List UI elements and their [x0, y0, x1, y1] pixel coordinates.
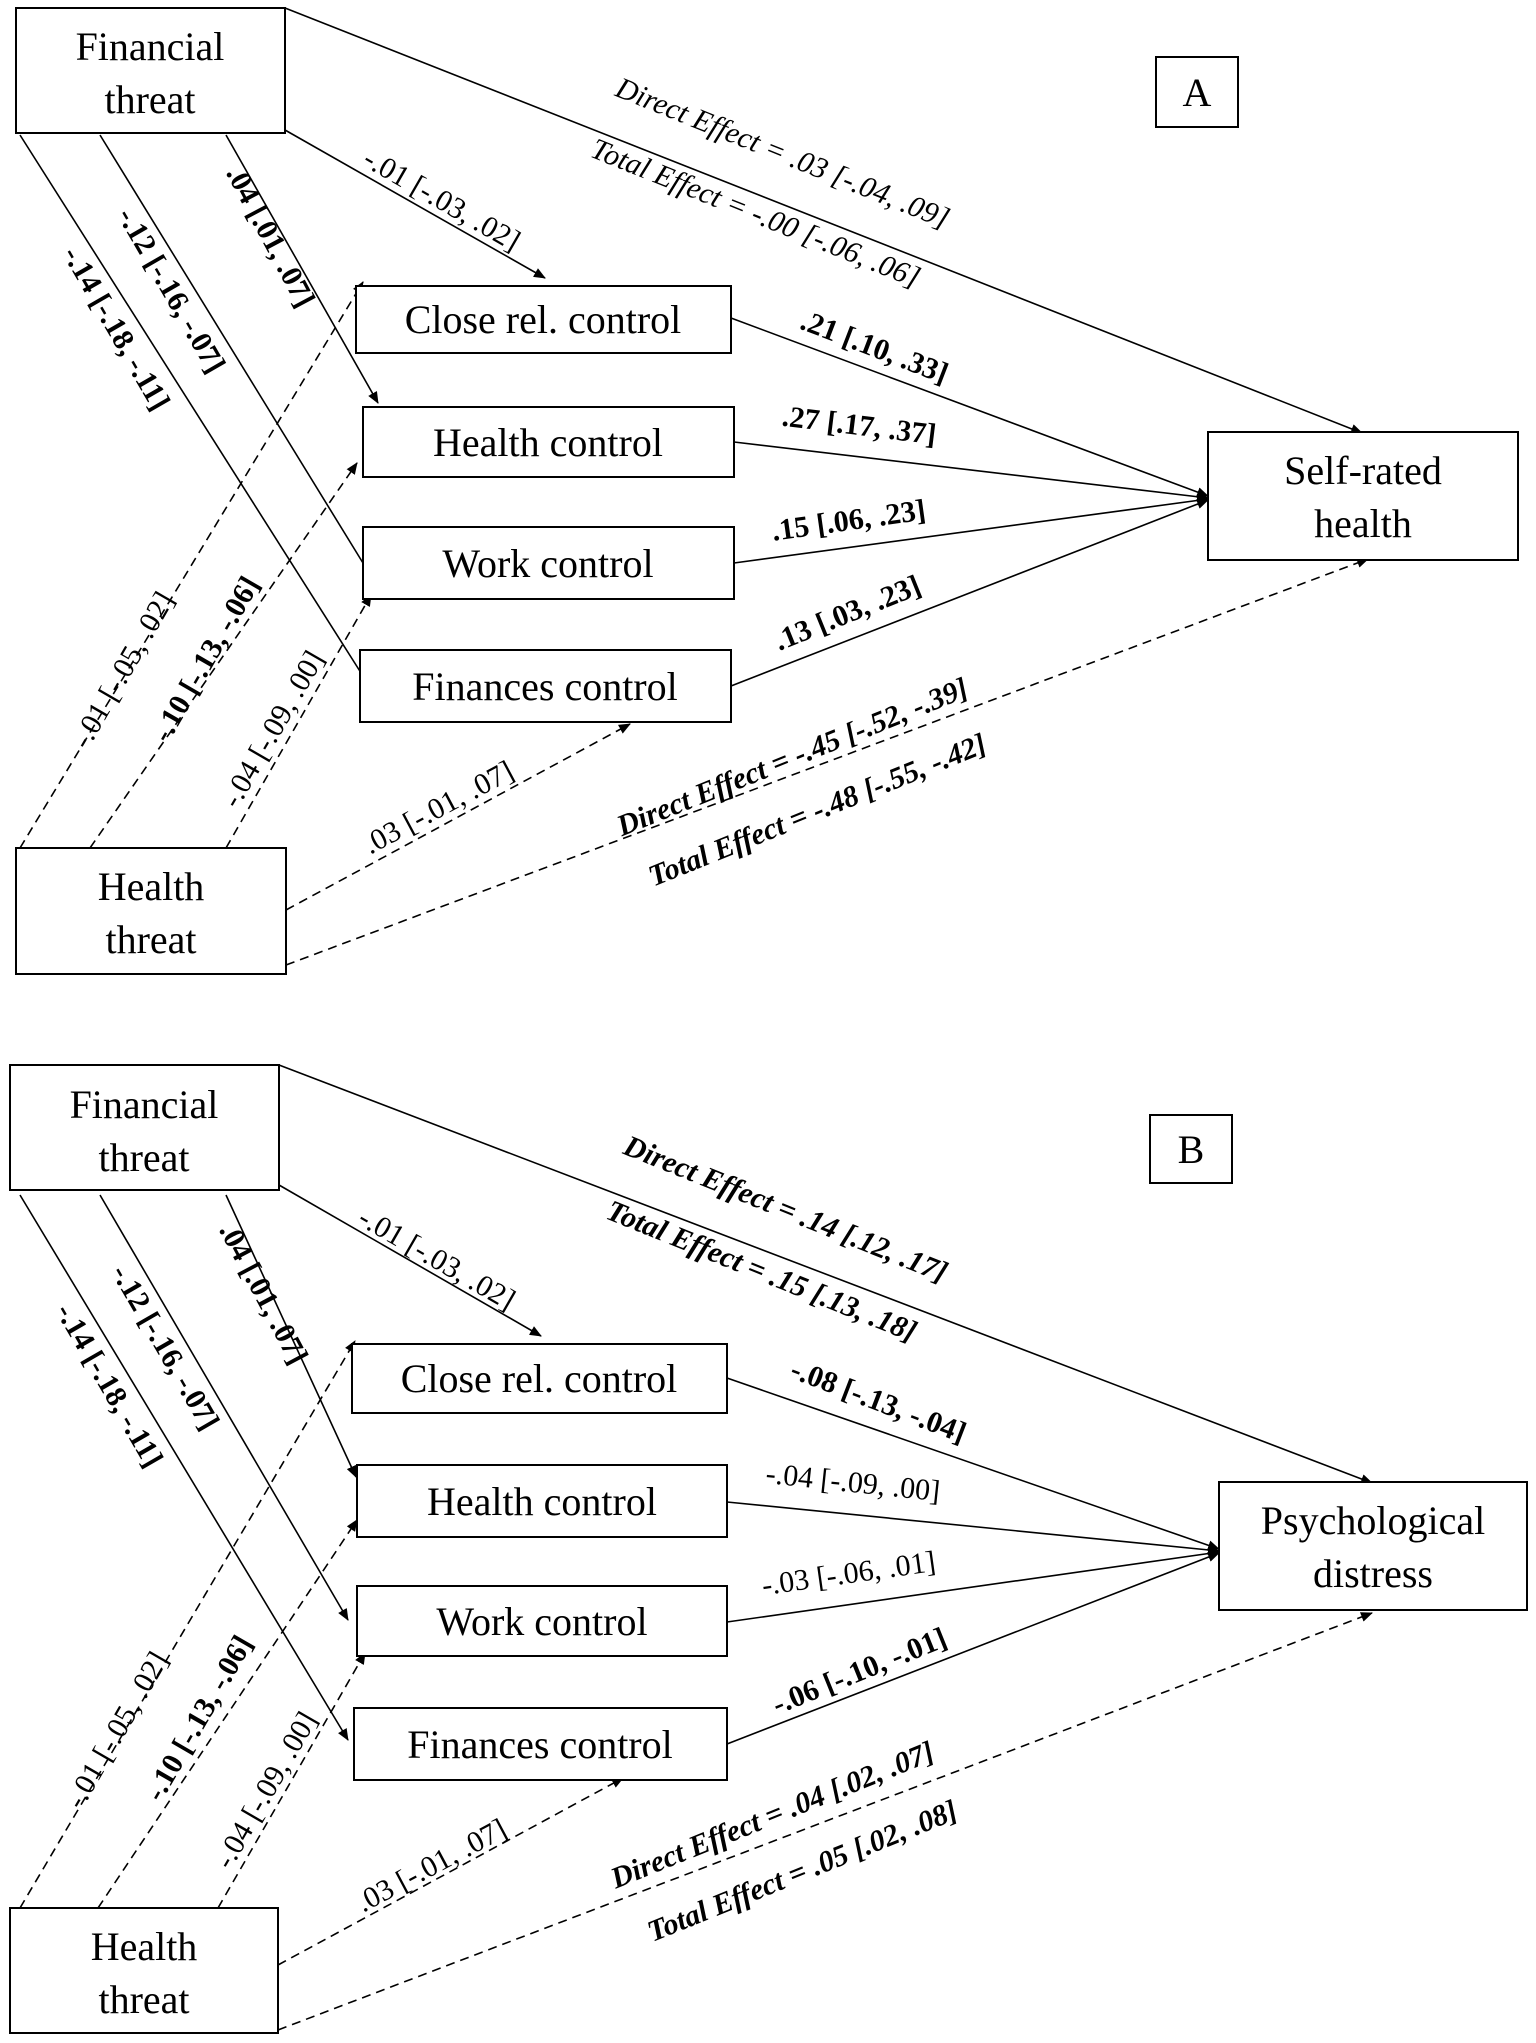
panel-label: B [1178, 1127, 1205, 1172]
path-label: -.04 [-.09, .00] [764, 1457, 941, 1508]
path-label: -.04 [-.09, .00] [215, 645, 331, 813]
path-label: .04 [.01, .07] [219, 160, 321, 312]
close-rel-control-node: Close rel. control [351, 1343, 728, 1414]
node-label-line: threat [98, 1135, 189, 1180]
node-label-line: Financial [76, 24, 225, 69]
node-label: Work control [442, 541, 653, 586]
node-label-line: threat [98, 1977, 189, 2022]
edge-health-to-close-rel [19, 1340, 356, 1909]
work-control-node: Work control [362, 526, 735, 600]
edge-finances-control-to-outcome [726, 1552, 1220, 1745]
edge-health-to-finances-control [285, 723, 631, 911]
path-label: .13 [.03, .23] [769, 569, 925, 658]
edge-fin-to-outcome [278, 1064, 1373, 1484]
edge-health-to-outcome [285, 558, 1369, 966]
panel-a: Financial threat Health threat Close rel… [15, 7, 1519, 975]
edge-health-control-to-outcome [726, 1501, 1220, 1555]
finances-control-node: Finances control [359, 649, 732, 723]
edge-health-to-finances-control [277, 1777, 624, 1966]
panel-b: Financial threat Health threat Close rel… [9, 1064, 1528, 2034]
health-threat-node: Health threat [15, 847, 287, 975]
edge-fin-to-health-control [225, 1194, 357, 1478]
node-label-line: distress [1313, 1551, 1433, 1596]
node-label-line: health [1314, 501, 1412, 546]
health-threat-node: Health threat [9, 1907, 279, 2034]
edge-health-to-work-control [225, 594, 372, 849]
node-label-line: Financial [70, 1082, 219, 1127]
edge-fin-to-close-rel [278, 1184, 542, 1337]
finances-control-node: Finances control [353, 1707, 728, 1781]
node-label-line: Psychological [1261, 1498, 1485, 1543]
path-label: .04 [.01, .07] [212, 1217, 314, 1369]
path-label: .27 [.17, .37] [780, 400, 938, 452]
edge-health-to-health-control [97, 1519, 358, 1909]
edge-close-rel-to-outcome [730, 317, 1209, 497]
path-label: .21 [.10, .33] [796, 304, 953, 390]
financial-threat-node: Financial threat [9, 1064, 280, 1191]
edge-fin-to-outcome [284, 7, 1363, 434]
health-control-node: Health control [362, 406, 735, 478]
edge-close-rel-to-outcome [726, 1377, 1220, 1551]
panel-label-box: B [1149, 1114, 1233, 1184]
edge-health-to-outcome [277, 1612, 1373, 2031]
financial-threat-node: Financial threat [15, 7, 286, 134]
node-label-line: Health [91, 1924, 198, 1969]
node-label-line: threat [104, 77, 195, 122]
edge-health-control-to-outcome [733, 441, 1209, 502]
path-label: -.08 [-.13, -.04] [786, 1353, 970, 1450]
edge-finances-control-to-outcome [730, 499, 1209, 687]
edge-work-control-to-outcome [733, 495, 1209, 564]
path-label: -.06 [-.10, -.01] [768, 1621, 952, 1721]
path-label: .03 [-.01, .07] [358, 754, 519, 861]
health-control-node: Health control [356, 1464, 728, 1538]
edge-health-to-work-control [217, 1652, 366, 1909]
node-label: Finances control [407, 1722, 673, 1767]
node-label: Close rel. control [405, 297, 682, 342]
path-label: -.01 [-.03, .02] [358, 142, 526, 258]
node-label-line: Self-rated [1284, 448, 1442, 493]
outcome-node: Self-rated health [1207, 431, 1519, 561]
edge-fin-to-work-control [99, 134, 364, 564]
work-control-node: Work control [356, 1585, 728, 1657]
outcome-node: Psychological distress [1218, 1481, 1528, 1611]
edge-work-control-to-outcome [726, 1548, 1220, 1623]
panel-label-box: A [1155, 56, 1239, 128]
node-label: Health control [427, 1479, 657, 1524]
panel-label: A [1183, 70, 1212, 115]
edge-health-to-close-rel [19, 281, 364, 849]
edge-fin-to-finances-control [19, 1194, 349, 1741]
path-label: .03 [-.01, .07] [351, 1812, 512, 1919]
path-label: -.01 [-.03, .02] [353, 1201, 521, 1317]
edge-fin-to-health-control [225, 134, 379, 404]
path-label: -.03 [-.06, .01] [760, 1545, 938, 1602]
node-label-line: Health [98, 864, 205, 909]
path-label: -.04 [-.09, .00] [208, 1706, 324, 1874]
edge-fin-to-finances-control [19, 134, 364, 677]
node-label: Close rel. control [401, 1356, 678, 1401]
node-label: Finances control [412, 664, 678, 709]
edge-health-to-health-control [89, 462, 358, 849]
node-label: Health control [433, 420, 663, 465]
edge-fin-to-work-control [99, 1194, 349, 1621]
edge-fin-to-close-rel [284, 129, 546, 279]
close-rel-control-node: Close rel. control [355, 285, 732, 354]
node-label: Work control [436, 1599, 647, 1644]
node-label-line: threat [105, 917, 196, 962]
